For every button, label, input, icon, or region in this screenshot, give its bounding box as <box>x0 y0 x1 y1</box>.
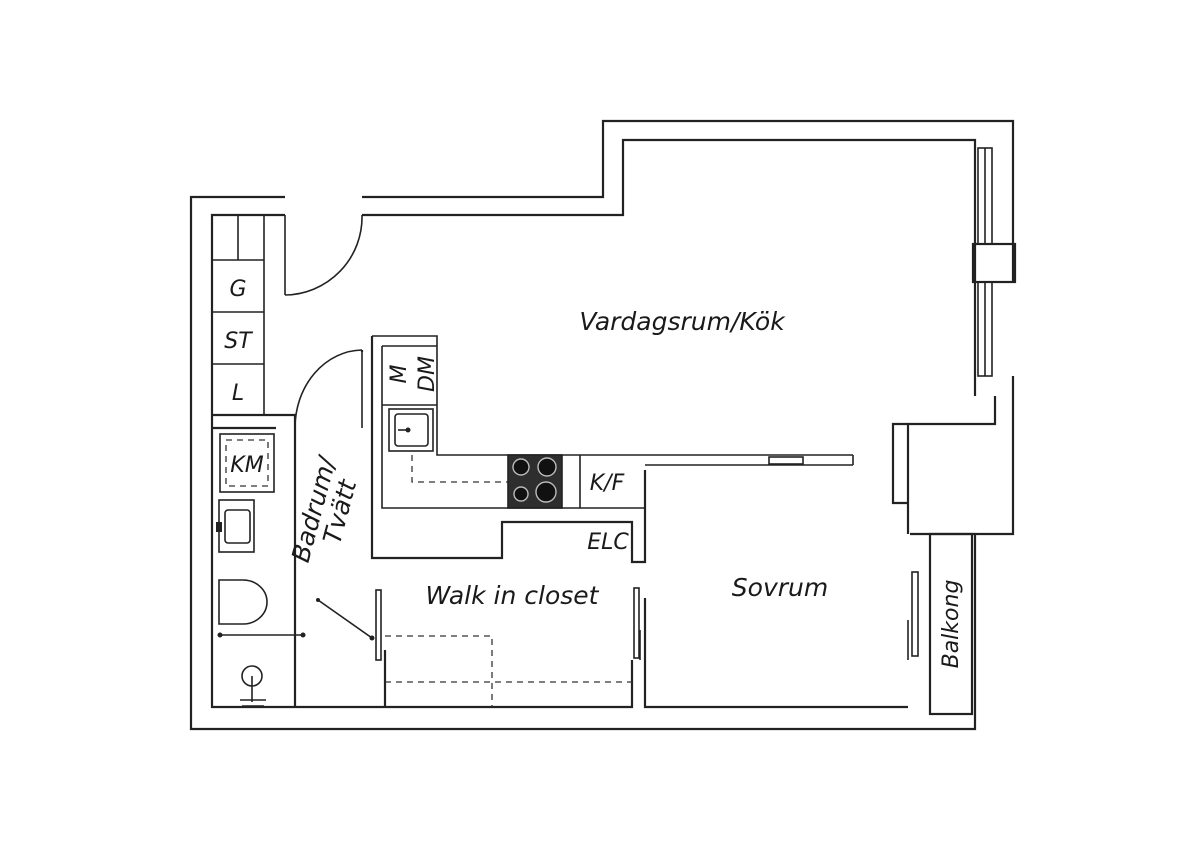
closet-shelves <box>385 635 632 707</box>
wardrobe-g-label: G <box>229 277 246 302</box>
walk-in-closet-label: Walk in closet <box>426 581 600 610</box>
entrance-door <box>284 214 363 296</box>
balcony-label: Balkong <box>939 580 964 669</box>
window-upper <box>971 147 1017 284</box>
bedroom-label: Sovrum <box>732 573 828 602</box>
bathroom-walls <box>212 336 647 707</box>
bathroom-door <box>294 349 363 429</box>
window-lower <box>977 281 993 377</box>
electrical-cabinet-label: ELC <box>587 530 629 555</box>
closet-sliding-doors <box>375 587 641 661</box>
balcony-door <box>907 571 919 660</box>
toilet <box>218 579 268 625</box>
washing-machine <box>219 433 275 493</box>
shower-glass-door <box>316 598 375 641</box>
microwave-label: M <box>387 364 412 383</box>
shower <box>217 632 306 707</box>
washing-machine-label: KM <box>230 453 263 478</box>
living-kitchen-label: Vardagsrum/Kök <box>579 307 786 336</box>
outer-walls <box>189 119 1015 731</box>
stove <box>507 454 563 509</box>
balcony <box>928 532 974 716</box>
bathroom-sink <box>216 499 255 553</box>
kitchen-sink <box>388 408 434 452</box>
kitchen-counter <box>372 335 854 509</box>
dishwasher-label: DM <box>415 356 440 392</box>
wardrobe-l-label: L <box>232 381 244 406</box>
fridge-freezer-label: K/F <box>590 471 625 496</box>
wardrobe-st-label: ST <box>224 329 253 354</box>
closet-bedroom-walls <box>383 598 908 709</box>
